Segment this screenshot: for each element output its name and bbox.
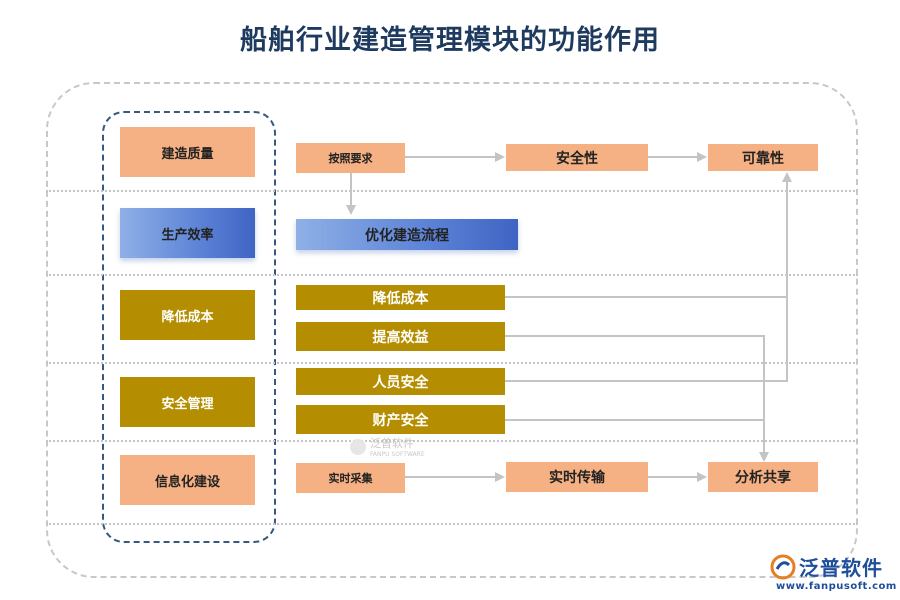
page-title: 船舶行业建造管理模块的功能作用	[240, 25, 660, 56]
node-shishi-chuanshu: 实时传输	[506, 462, 648, 492]
node-youhua-liucheng: 优化建造流程	[296, 219, 518, 250]
arrow-jiangdi-to-kekaoxing	[505, 172, 792, 298]
brand-logo: 泛普软件 www.fanpusoft.com	[770, 552, 897, 596]
row-divider	[46, 523, 858, 525]
node-tigao-xiaoyi: 提高效益	[296, 322, 505, 351]
category-column-frame	[102, 111, 276, 543]
node-shishi-caiji: 实时采集	[296, 463, 405, 493]
logo-name: 泛普软件	[799, 556, 883, 580]
watermark-logo-icon	[350, 438, 366, 455]
node-anquanxing: 安全性	[506, 144, 648, 171]
node-anzhao-yaoqiu: 按照要求	[296, 143, 405, 173]
row-divider	[46, 362, 858, 364]
node-caichan-anquan: 财产安全	[296, 405, 505, 434]
outer-frame	[46, 82, 858, 578]
category-informatization: 信息化建设	[120, 455, 255, 505]
node-fenxi-gongxiang: 分析共享	[708, 462, 818, 492]
node-kekaoxing: 可靠性	[708, 144, 818, 171]
watermark-en: FANPU SOFTWARE	[370, 451, 425, 458]
category-production-efficiency: 生产效率	[120, 208, 255, 258]
category-safety-management: 安全管理	[120, 377, 255, 427]
arrow-tigao-to-fenxi	[505, 335, 769, 462]
category-cost-reduction: 降低成本	[120, 290, 255, 340]
line-renyuan-to-kekaoxing	[505, 297, 788, 382]
logo-url: www.fanpusoft.com	[776, 581, 897, 592]
watermark-cn: 泛普软件	[370, 437, 414, 450]
row-divider	[46, 190, 858, 192]
node-jiangdi-chengben: 降低成本	[296, 285, 505, 310]
row-divider	[46, 274, 858, 276]
fanpu-logo-icon	[770, 554, 796, 579]
row-divider	[46, 440, 858, 442]
watermark: 泛普软件 FANPU SOFTWARE	[350, 435, 450, 459]
category-build-quality: 建造质量	[120, 127, 255, 177]
node-renyuan-anquan: 人员安全	[296, 368, 505, 395]
